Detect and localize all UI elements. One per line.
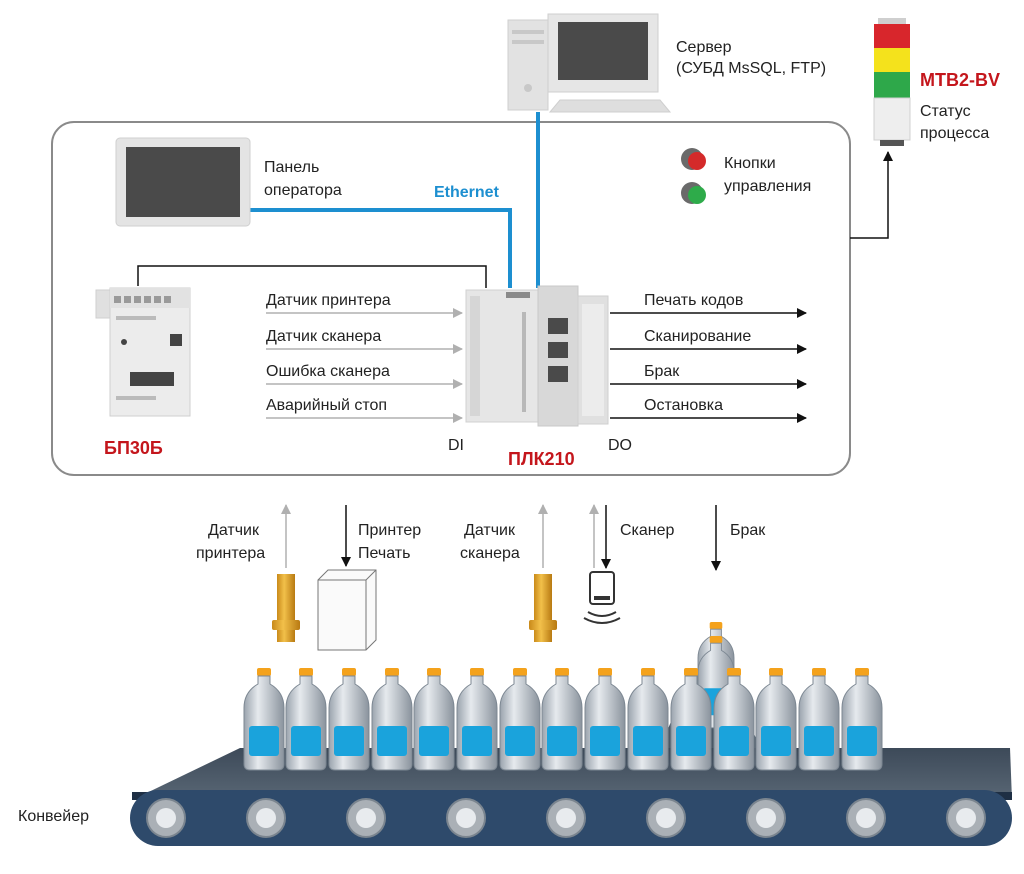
- control-buttons-line1: Кнопки: [724, 155, 776, 172]
- server-label-line1: Сервер: [676, 39, 732, 56]
- conveyor-roller-icon: [546, 798, 586, 838]
- conveyor-rollers: [146, 798, 986, 838]
- psu-to-plc-line: [137, 265, 487, 288]
- ethernet-label: Ethernet: [434, 184, 499, 201]
- conveyor-label: Конвейер: [18, 808, 90, 825]
- bottle-row: [243, 622, 883, 771]
- plc-label: ПЛК210: [508, 449, 575, 469]
- green-button-icon: [681, 182, 706, 204]
- server-computer-icon: [507, 13, 672, 113]
- output-label-4: Остановка: [644, 397, 723, 414]
- scanner-sensor-label-line1: Датчик: [464, 522, 515, 539]
- reject-label: Брак: [730, 522, 766, 539]
- printer-sensor-label-line2: принтера: [196, 545, 266, 562]
- server-label-line2: (СУБД MsSQL, FTP): [676, 60, 827, 77]
- bottle-icon: [456, 668, 498, 771]
- input-label-4: Аварийный стоп: [266, 397, 388, 414]
- conveyor-roller-icon: [946, 798, 986, 838]
- control-buttons-line2: управления: [724, 178, 812, 195]
- printer-label-line1: Принтер: [358, 522, 422, 539]
- bottle-icon: [755, 668, 797, 771]
- signal-tower-icon: [873, 18, 911, 146]
- input-label-3: Ошибка сканера: [266, 363, 390, 380]
- bottle-icon: [627, 668, 669, 771]
- psu-label: БП30Б: [104, 438, 163, 458]
- conveyor-roller-icon: [846, 798, 886, 838]
- operator-panel-line2: оператора: [264, 182, 342, 199]
- bottle-icon: [499, 668, 541, 771]
- output-label-2: Сканирование: [644, 328, 752, 345]
- bottle-icon: [413, 668, 455, 771]
- conveyor-roller-icon: [746, 798, 786, 838]
- bottle-icon: [328, 668, 370, 771]
- input-label-1: Датчик принтера: [266, 292, 391, 309]
- scanner-label: Сканер: [620, 522, 675, 539]
- tower-connection-line: [850, 151, 893, 239]
- bottle-icon: [798, 668, 840, 771]
- bottle-icon: [584, 668, 626, 771]
- output-label-1: Печать кодов: [644, 292, 744, 309]
- tower-model-label: МТВ2-BV: [920, 70, 1000, 90]
- ethernet-line-panel: [248, 208, 512, 288]
- power-supply-bp30b-icon: [95, 287, 191, 417]
- input-label-2: Датчик сканера: [266, 328, 382, 345]
- printer-sensor-label-line1: Датчик: [208, 522, 259, 539]
- control-cabinet-frame: [51, 121, 851, 476]
- printer-label-line2: Печать: [358, 545, 411, 562]
- scanner-icon: [583, 571, 621, 624]
- plc210-icon: [465, 285, 609, 427]
- di-label: DI: [448, 437, 464, 454]
- conveyor-roller-icon: [146, 798, 186, 838]
- operator-panel-icon: [115, 137, 251, 227]
- conveyor-roller-icon: [646, 798, 686, 838]
- scanner-sensor-icon: [529, 574, 557, 642]
- operator-panel-line1: Панель: [264, 159, 320, 176]
- scanner-sensor-label-line2: сканера: [460, 545, 520, 562]
- printer-sensor-icon: [272, 574, 300, 642]
- bottle-icon: [670, 668, 712, 771]
- bottle-icon: [713, 668, 755, 771]
- conveyor-roller-icon: [246, 798, 286, 838]
- bottle-icon: [541, 668, 583, 771]
- output-label-3: Брак: [644, 363, 680, 380]
- conveyor-roller-icon: [346, 798, 386, 838]
- bottle-icon: [841, 668, 883, 771]
- bottle-icon: [285, 668, 327, 771]
- conveyor-roller-icon: [446, 798, 486, 838]
- do-label: DO: [608, 437, 632, 454]
- bottle-icon: [371, 668, 413, 771]
- bottle-icon: [243, 668, 285, 771]
- tower-status-line1: Статус: [920, 103, 971, 120]
- red-button-icon: [681, 148, 706, 170]
- printer-box-icon: [317, 569, 377, 651]
- tower-status-line2: процесса: [920, 125, 990, 142]
